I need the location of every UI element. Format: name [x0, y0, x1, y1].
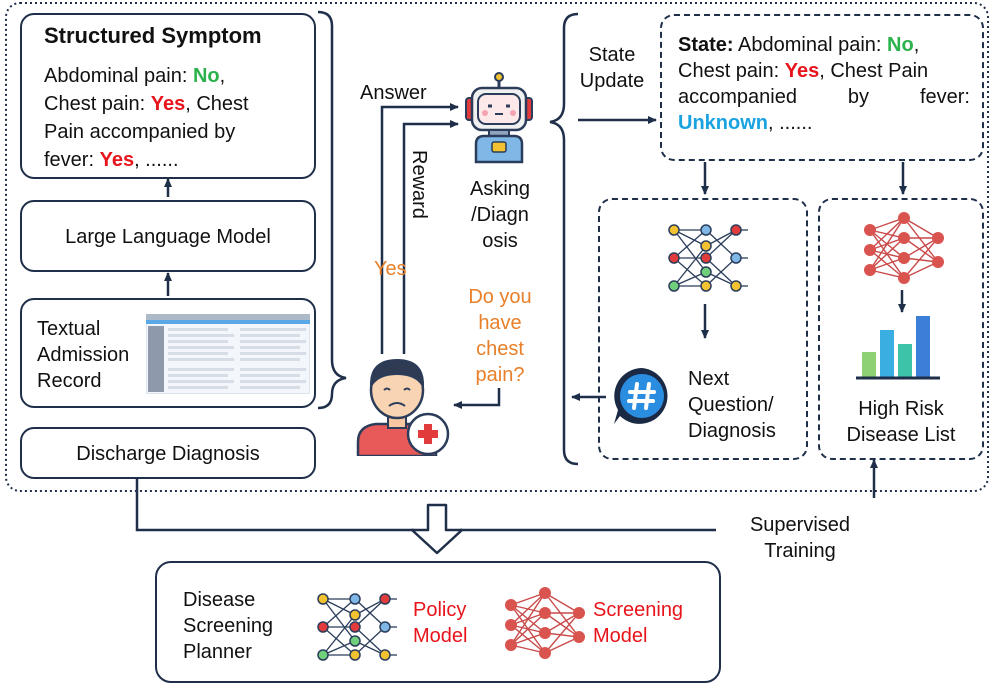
- planner-policy-network-icon: [317, 593, 397, 661]
- state-box: State: Abdominal pain: No, Chest pain: Y…: [660, 14, 984, 161]
- state-update-label: State Update: [579, 44, 645, 92]
- line-discharge-to-training: [135, 478, 414, 532]
- right-brace: [549, 12, 579, 466]
- symptom-line-4: fever: Yes, ......: [44, 149, 179, 171]
- structured-symptom-box: Structured Symptom Abdominal pain: No, C…: [20, 13, 316, 179]
- arrow-reward: [402, 120, 459, 354]
- screening-model-label: Screening Model: [593, 599, 684, 647]
- yes-label: Yes: [374, 258, 407, 280]
- robot-icon: [465, 72, 533, 164]
- state-line-4: Unknown, ......: [678, 112, 813, 134]
- record-screenshot-thumbnail: [146, 314, 310, 394]
- screening-panel: High Risk Disease List: [818, 198, 984, 460]
- question-label: Do you have chest pain?: [468, 286, 532, 386]
- hash-chat-icon: [614, 368, 668, 424]
- structured-symptom-title: Structured Symptom: [44, 23, 262, 48]
- hollow-down-arrow: [410, 503, 464, 555]
- next-question-label: Next Question/ Diagnosis: [688, 368, 776, 442]
- symptom-line-2: Chest pain: Yes, Chest: [44, 93, 249, 115]
- answer-label: Answer: [360, 82, 427, 104]
- state-line-2: Chest pain: Yes, Chest Pain: [678, 60, 929, 82]
- patient-icon: [356, 358, 450, 456]
- arrow-answer: [380, 103, 459, 354]
- planner-screening-network-icon: [505, 587, 585, 659]
- symptom-line-3: Pain accompanied by: [44, 121, 236, 143]
- asking-diagnosis-label: Asking /Diagn osis: [470, 178, 531, 252]
- record-line-3: Record: [37, 370, 102, 392]
- risk-bar-chart-icon: [856, 316, 940, 380]
- admission-record-box: Textual Admission Record: [20, 298, 316, 408]
- state-line-1: State: Abdominal pain: No,: [678, 34, 920, 56]
- llm-box: Large Language Model: [20, 200, 316, 272]
- left-brace: [317, 10, 347, 410]
- llm-label: Large Language Model: [65, 226, 271, 248]
- screening-network-icon: [864, 212, 944, 284]
- discharge-diagnosis-box: Discharge Diagnosis: [20, 427, 316, 479]
- planner-box: Disease Screening Planner Policy Model: [155, 561, 721, 683]
- outer-dotted-boundary: [5, 2, 989, 492]
- symptom-line-1: Abdominal pain: No,: [44, 65, 226, 87]
- policy-panel: Next Question/ Diagnosis: [598, 198, 808, 460]
- reward-label: Reward: [408, 150, 430, 219]
- supervised-training-label: Supervised Training: [749, 514, 851, 562]
- high-risk-label: High Risk Disease List: [846, 398, 956, 446]
- policy-network-icon: [668, 224, 748, 292]
- arrow-question-to-patient: [453, 388, 501, 409]
- record-line-1: Textual: [37, 318, 101, 340]
- record-line-2: Admission: [37, 344, 130, 366]
- discharge-label: Discharge Diagnosis: [76, 443, 260, 465]
- planner-label: Disease Screening Planner: [183, 589, 274, 663]
- policy-model-label: Policy Model: [413, 599, 468, 647]
